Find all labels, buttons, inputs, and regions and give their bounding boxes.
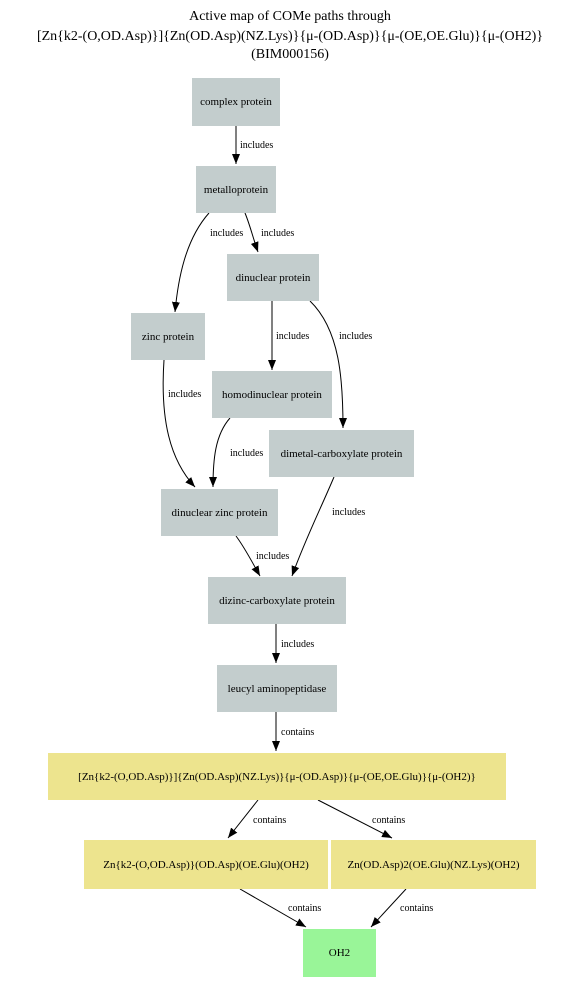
edge-label-site-zn1: contains: [253, 815, 287, 826]
edge-label-dinuclearzinc-dizinc: includes: [256, 551, 290, 562]
edge-site-zn2: [317, 799, 393, 839]
edge-label-dizinc-leucyl: includes: [281, 639, 315, 650]
node-metalloprotein[interactable]: metalloprotein: [196, 166, 276, 213]
edge-label-site-zn2: contains: [372, 815, 406, 826]
node-full-site[interactable]: [Zn{k2-(O,OD.Asp)}]{Zn(OD.Asp)(NZ.Lys)}{…: [48, 753, 506, 800]
edge-label-metallo-dinuclear: includes: [261, 228, 295, 239]
edge-homodinuclear-dinuclearzinc: [209, 417, 231, 488]
node-zinc-protein[interactable]: zinc protein: [131, 313, 205, 360]
title-line-1: Active map of COMe paths through: [189, 9, 391, 24]
title-line-2: [Zn{k2-(O,OD.Asp)}]{Zn(OD.Asp)(NZ.Lys)}{…: [36, 29, 544, 44]
edge-label-dinuclear-homodinuclear: includes: [276, 331, 310, 342]
edge-zn1-oh2: [239, 888, 307, 928]
edge-metallo-dinuclear: [244, 212, 259, 253]
edge-label-zn2-oh2: contains: [400, 903, 434, 914]
edge-zn2-oh2: [370, 888, 407, 928]
node-complex-protein[interactable]: complex protein: [192, 78, 280, 126]
node-dinuclear-zinc-protein[interactable]: dinuclear zinc protein: [161, 489, 278, 536]
edge-dinuclearzinc-dizinc: [235, 535, 261, 577]
edge-metallo-zinc: [171, 212, 210, 313]
edge-label-zinc-dinuclearzinc: includes: [168, 389, 202, 400]
edge-label-complex-metallo: includes: [240, 140, 274, 151]
node-dinuclear-protein[interactable]: dinuclear protein: [227, 254, 319, 301]
edge-label-zn1-oh2: contains: [288, 903, 322, 914]
edge-zinc-dinuclearzinc: [162, 359, 196, 488]
node-oh2[interactable]: OH2: [303, 929, 376, 977]
edge-dinuclear-dimetal: [309, 300, 347, 429]
node-homodinuclear-protein[interactable]: homodinuclear protein: [212, 371, 332, 418]
node-dimetal-carboxylate-protein[interactable]: dimetal-carboxylate protein: [269, 430, 414, 477]
edge-label-leucyl-site: contains: [281, 727, 315, 738]
edge-site-zn1: [227, 799, 259, 839]
edge-dimetal-dizinc: [291, 476, 335, 577]
node-zn-site-1[interactable]: Zn{k2-(O,OD.Asp)}(OD.Asp)(OE.Glu)(OH2): [84, 840, 328, 889]
edge-label-dimetal-dizinc: includes: [332, 507, 366, 518]
node-zn-site-2[interactable]: Zn(OD.Asp)2(OE.Glu)(NZ.Lys)(OH2): [331, 840, 536, 889]
node-dizinc-carboxylate-protein[interactable]: dizinc-carboxylate protein: [208, 577, 346, 624]
edge-label-metallo-zinc: includes: [210, 228, 244, 239]
node-leucyl-aminopeptidase[interactable]: leucyl aminopeptidase: [217, 665, 337, 712]
edge-label-homodinuclear-dinuclearzinc: includes: [230, 448, 264, 459]
title-line-3: (BIM000156): [251, 47, 329, 62]
edge-label-dinuclear-dimetal: includes: [339, 331, 373, 342]
